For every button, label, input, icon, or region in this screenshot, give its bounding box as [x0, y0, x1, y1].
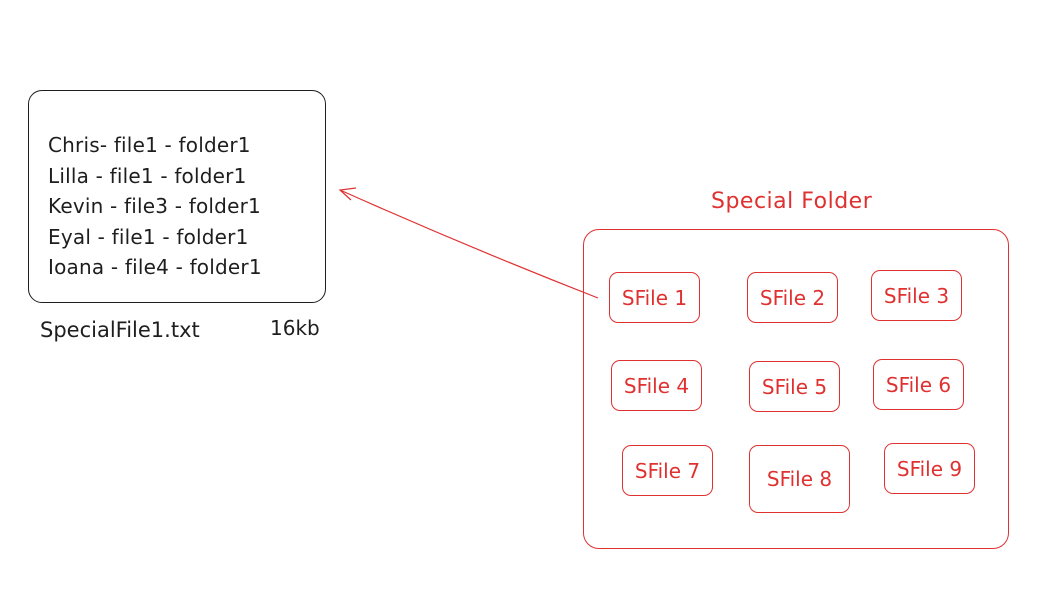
- sfile-6[interactable]: SFile 6: [873, 359, 964, 410]
- sfile-3[interactable]: SFile 3: [871, 270, 962, 321]
- file-line: Chris- file1 - folder1: [48, 133, 251, 157]
- sfile-5[interactable]: SFile 5: [749, 361, 840, 412]
- file-line: Kevin - file3 - folder1: [48, 194, 261, 218]
- file-contents-list: Chris- file1 - folder1 Lilla - file1 - f…: [48, 130, 262, 283]
- file-line: Ioana - file4 - folder1: [48, 255, 262, 279]
- sfile-8[interactable]: SFile 8: [749, 445, 850, 513]
- file-contents-box: [28, 90, 326, 303]
- arrow-line: [339, 189, 599, 299]
- sfile-1[interactable]: SFile 1: [609, 272, 700, 323]
- file-line: Lilla - file1 - folder1: [48, 163, 247, 188]
- file-name-label: SpecialFile1.txt: [40, 318, 200, 342]
- folder-title: Special Folder: [711, 189, 873, 214]
- arrow-head: [338, 187, 357, 201]
- sfile-4[interactable]: SFile 4: [611, 360, 702, 411]
- special-folder-box: [583, 229, 1009, 549]
- sfile-9[interactable]: SFile 9: [884, 443, 975, 494]
- file-size-label: 16kb: [270, 316, 320, 340]
- file-line: Eyal - file1 - folder1: [48, 224, 249, 249]
- sfile-2[interactable]: SFile 2: [747, 272, 838, 323]
- sfile-7[interactable]: SFile 7: [622, 445, 713, 496]
